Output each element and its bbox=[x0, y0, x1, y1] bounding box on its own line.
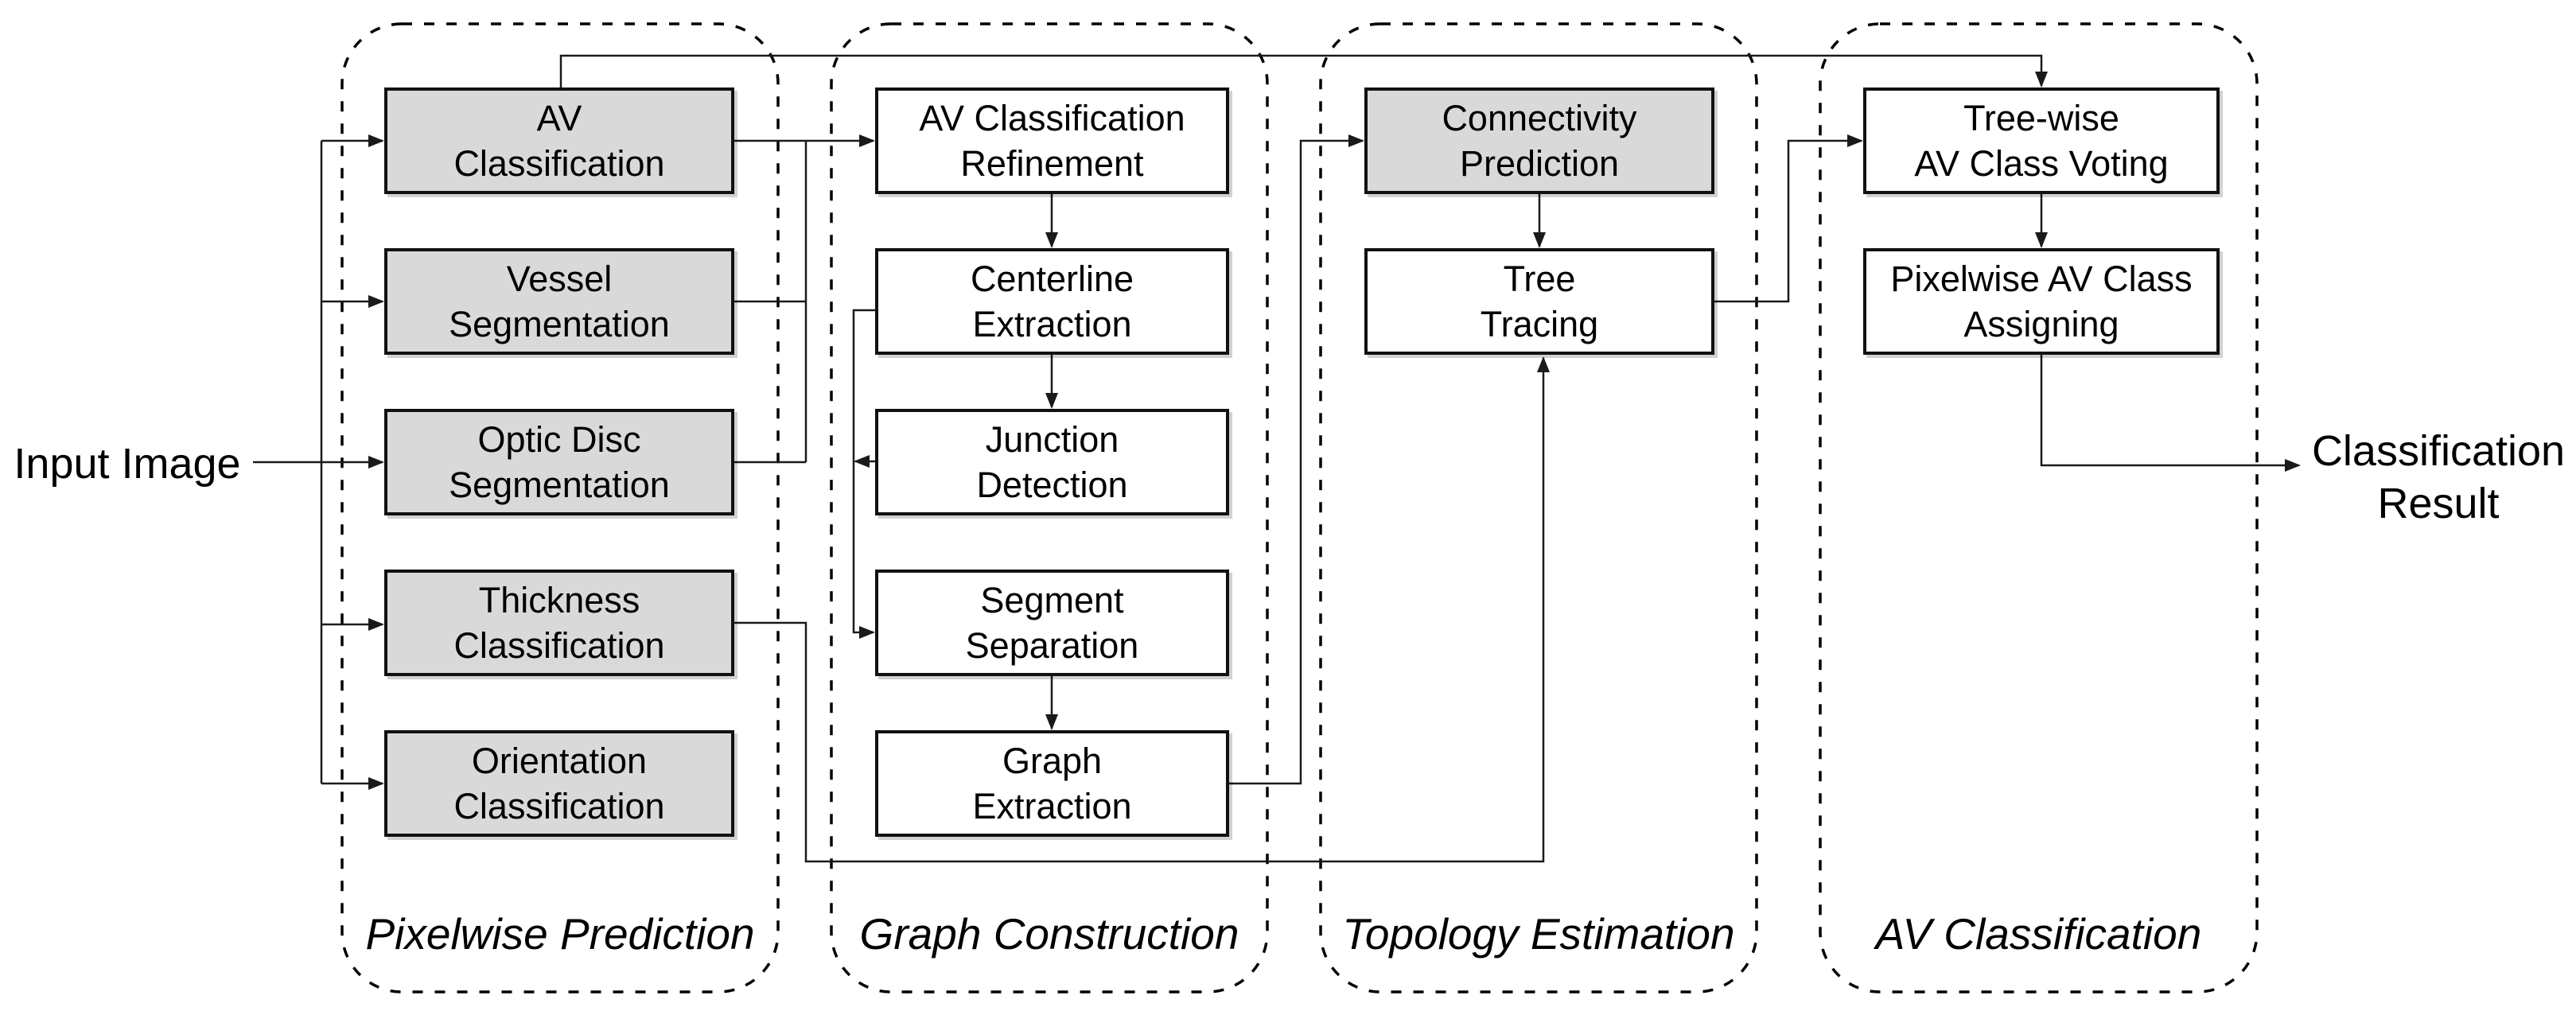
classification-result-label: Classification Result bbox=[2311, 427, 2566, 527]
node-pixelwise-av-class-assigning: Pixelwise AV Class Assigning bbox=[1863, 248, 2220, 355]
arrow-assigning-to-result bbox=[2040, 355, 2301, 472]
arrow-tree-tracing-to-voting bbox=[1714, 134, 1863, 303]
input-image-label: Input Image bbox=[14, 440, 241, 488]
node-centerline-extraction: Centerline Extraction bbox=[875, 248, 1229, 355]
arrow-av-to-tree-voting-feedback bbox=[559, 54, 2048, 87]
node-optic-disc-segmentation: Optic Disc Segmentation bbox=[384, 409, 734, 515]
arrow-graph-to-connectivity bbox=[1229, 134, 1364, 785]
group-outline-pixelwise-prediction bbox=[340, 22, 780, 994]
node-vessel-segmentation: Vessel Segmentation bbox=[384, 248, 734, 355]
group-label-topology-estimation: Topology Estimation bbox=[1342, 909, 1735, 959]
arrow-thickness-to-tree-tracing bbox=[734, 356, 1550, 863]
group-outline-topology-estimation bbox=[1319, 22, 1758, 994]
node-av-classification: AV Classification bbox=[384, 87, 734, 194]
group-outline-graph-construction bbox=[830, 22, 1269, 994]
group-label-pixelwise-prediction: Pixelwise Prediction bbox=[365, 909, 755, 959]
arrow-centerline-to-segment-loop bbox=[852, 309, 875, 639]
group-outline-av-classification bbox=[1819, 22, 2259, 994]
node-connectivity-prediction: Connectivity Prediction bbox=[1364, 87, 1714, 194]
group-label-av-classification: AV Classification bbox=[1875, 909, 2202, 959]
node-graph-extraction: Graph Extraction bbox=[875, 730, 1229, 837]
node-junction-detection: Junction Detection bbox=[875, 409, 1229, 515]
group-label-graph-construction: Graph Construction bbox=[859, 909, 1239, 959]
node-orientation-classification: Orientation Classification bbox=[384, 730, 734, 837]
node-segment-separation: Segment Separation bbox=[875, 570, 1229, 676]
node-av-classification-refinement: AV Classification Refinement bbox=[875, 87, 1229, 194]
node-tree-wise-av-class-voting: Tree-wise AV Class Voting bbox=[1863, 87, 2220, 194]
node-thickness-classification: Thickness Classification bbox=[384, 570, 734, 676]
node-tree-tracing: Tree Tracing bbox=[1364, 248, 1714, 355]
